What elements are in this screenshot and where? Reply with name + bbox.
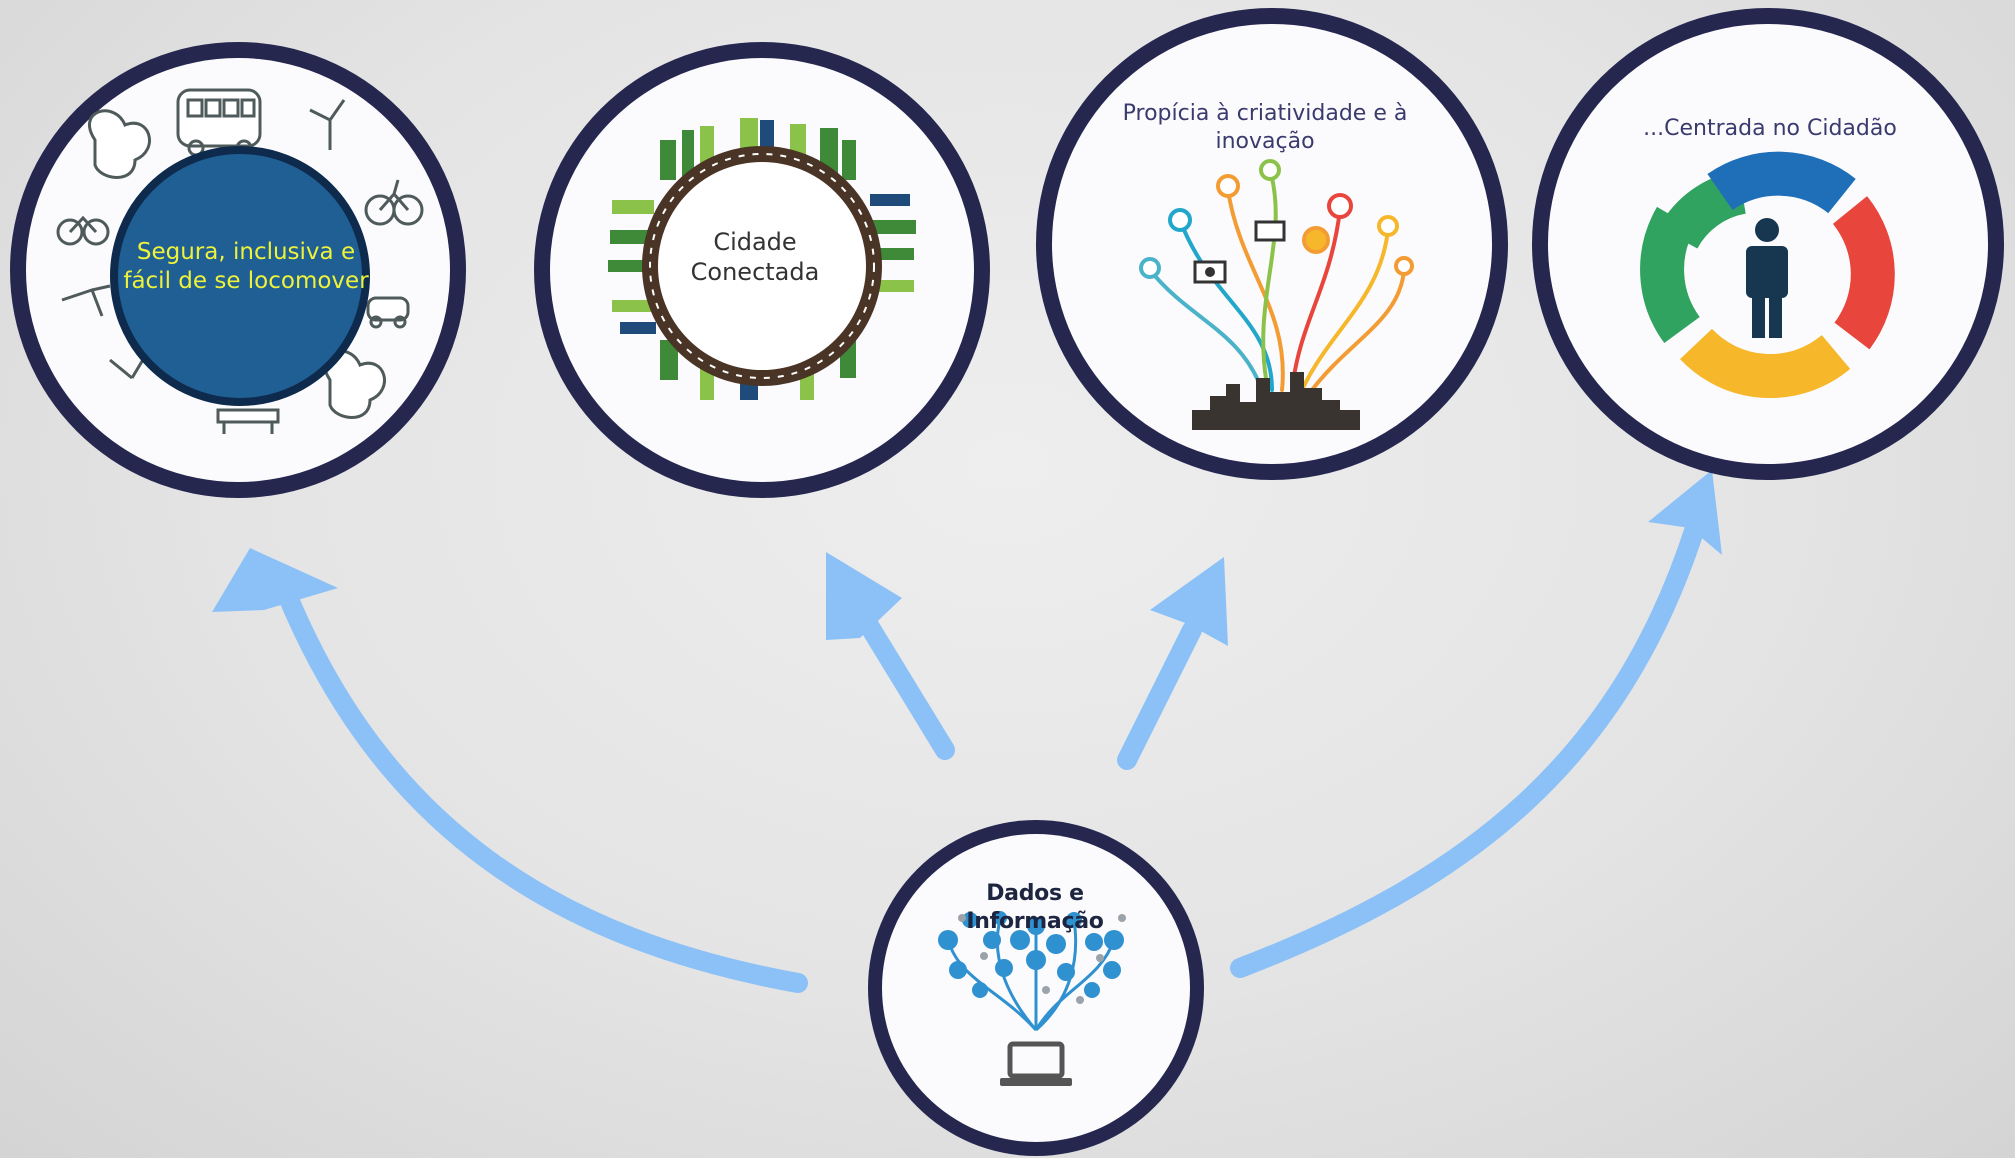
creativity-label: Propícia à criatividade e à inovação [1122, 101, 1408, 154]
arrow-to-safe-mobility [272, 572, 808, 993]
data-tree-laptop-icon [938, 911, 1126, 1086]
arrowhead-creativity [1150, 557, 1228, 646]
innovation-network-icon [1139, 159, 1414, 430]
arrow-to-creativity [1117, 620, 1202, 770]
arrowhead-connected-city [826, 552, 902, 640]
node-connected-city[interactable] [534, 42, 990, 498]
person-icon [1746, 218, 1788, 338]
arrowhead-citizen [1648, 470, 1722, 555]
node-citizen[interactable] [1532, 8, 2004, 480]
node-safe-mobility[interactable] [10, 42, 466, 498]
arrowhead-safe-mobility [212, 548, 338, 612]
node-data[interactable] [868, 820, 1204, 1156]
arrow-to-connected-city [858, 614, 955, 760]
safe-mobility-label: Segura, inclusiva e fácil de se locomove… [123, 239, 369, 294]
node-creativity[interactable] [1036, 8, 1508, 480]
citizen-cycle-icon [1640, 151, 1895, 399]
connected-city-label: Cidade Conectada [690, 228, 820, 286]
mobility-globe-icon [110, 146, 370, 406]
arrows [212, 470, 1722, 993]
data-label: Dados e Informação [966, 881, 1104, 934]
citizen-label: ...Centrada no Cidadão [1643, 116, 1897, 141]
mobility-illustration [56, 88, 424, 434]
green-city-ring-icon [608, 118, 916, 400]
arrow-to-citizen [1230, 518, 1705, 978]
